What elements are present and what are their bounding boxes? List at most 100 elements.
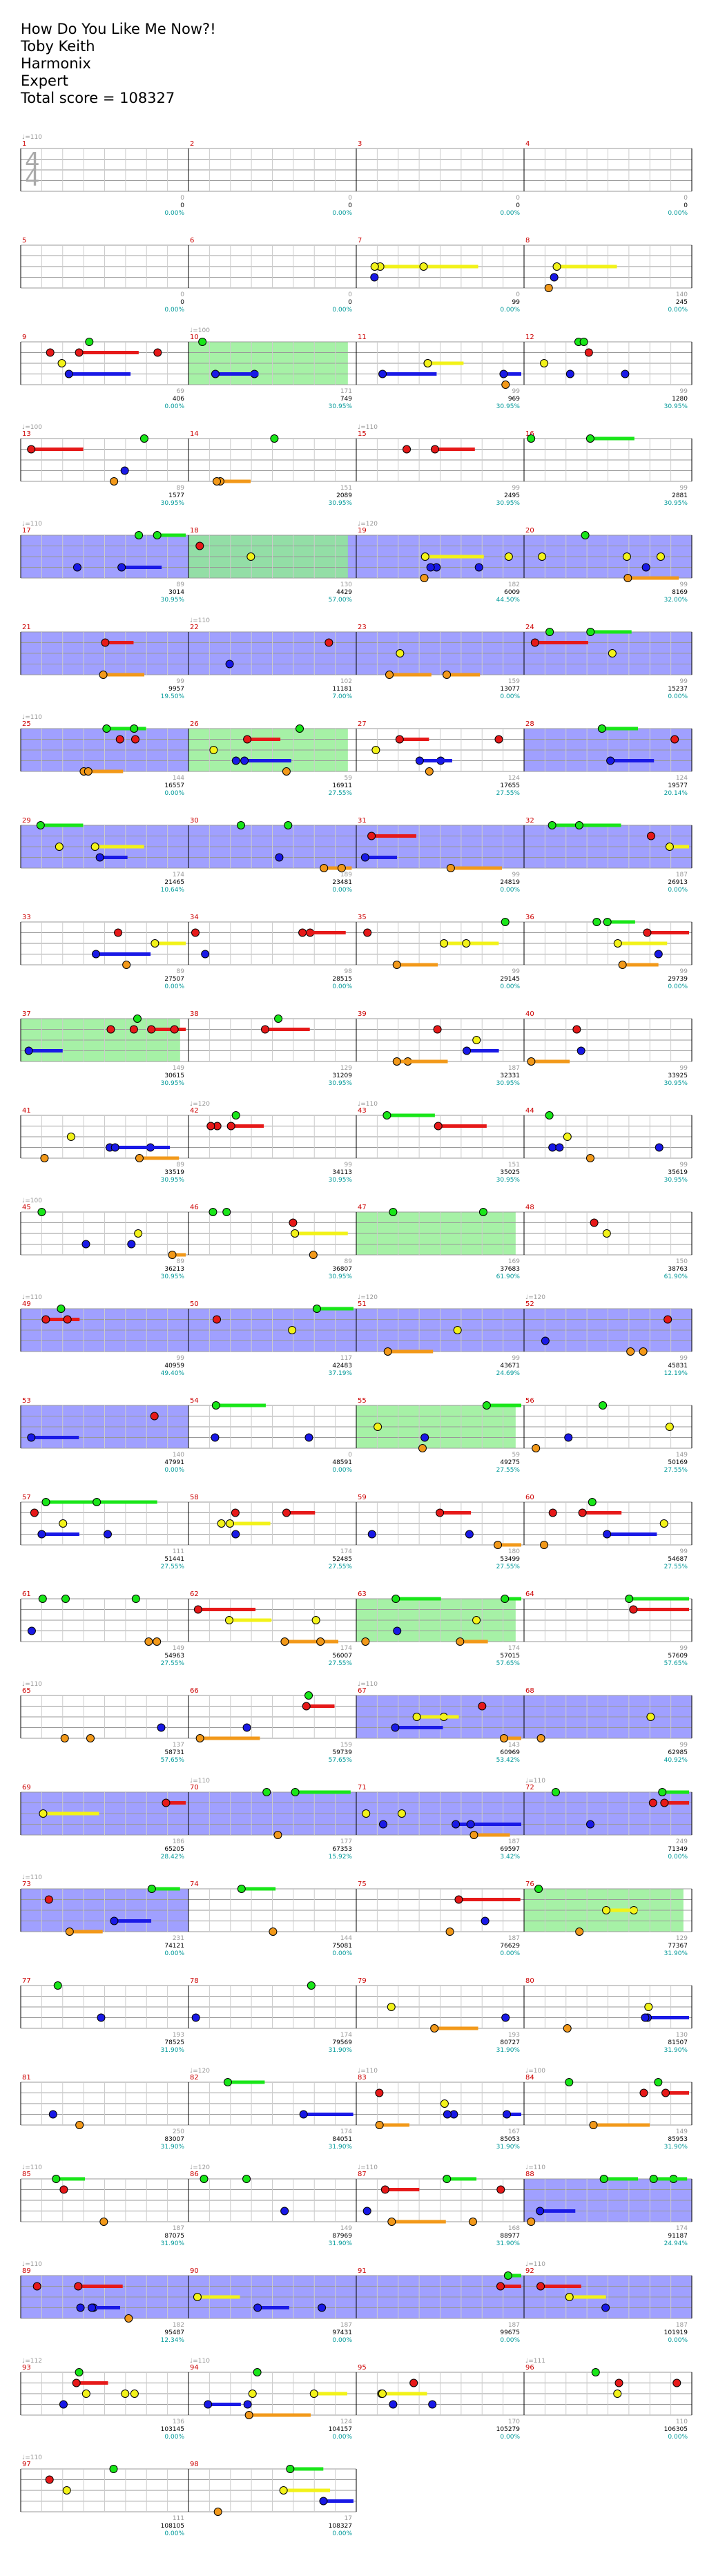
measure-number: 36	[525, 914, 534, 921]
note	[481, 1916, 490, 1925]
